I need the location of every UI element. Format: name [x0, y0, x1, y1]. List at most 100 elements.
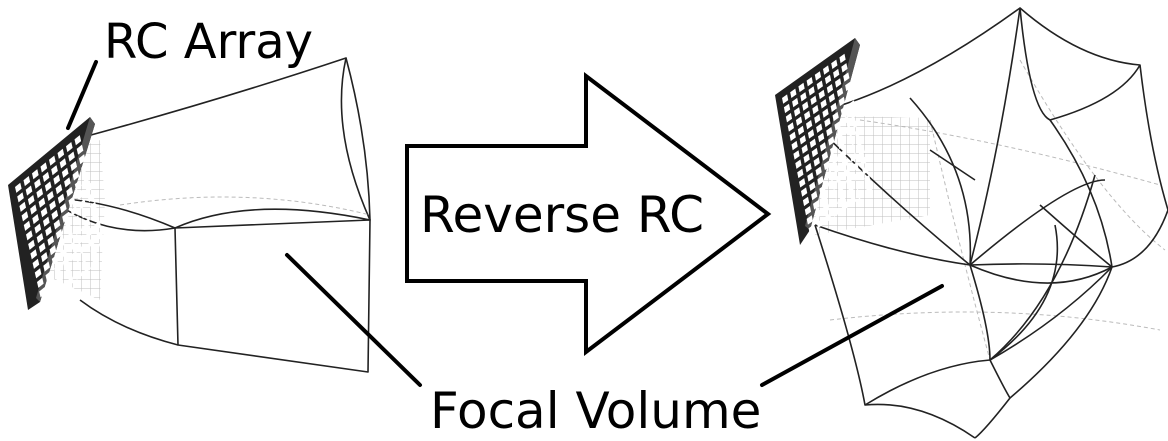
array-cell	[801, 187, 808, 197]
array-cell	[55, 228, 63, 239]
left-focal-volume	[40, 57, 371, 373]
array-cell	[858, 146, 865, 157]
array-cell	[840, 149, 847, 159]
array-cell	[72, 170, 80, 181]
array-cell	[856, 137, 863, 147]
array-cell	[41, 296, 49, 307]
array-cell	[85, 182, 93, 193]
left-rc-array-icon	[8, 117, 108, 310]
rc-array-label: RC Array	[104, 14, 313, 70]
focal-volume-label: Focal Volume	[430, 382, 761, 440]
right-diag-7	[989, 174, 1096, 361]
array-cell	[857, 189, 865, 200]
array-cell	[816, 80, 823, 90]
array-cell	[819, 185, 826, 195]
array-cell	[77, 234, 84, 245]
array-cell	[42, 171, 50, 182]
array-cell	[864, 174, 871, 185]
right-hidden-2	[829, 311, 1161, 331]
array-cell	[39, 287, 46, 298]
array-cell	[802, 101, 809, 111]
array-cell	[825, 170, 832, 180]
array-cell	[813, 200, 820, 210]
array-cell	[60, 247, 67, 258]
array-cell	[848, 100, 856, 110]
right-outer-right	[974, 209, 1168, 439]
right-diag-5	[969, 264, 1113, 284]
array-cell	[829, 188, 836, 198]
array-cell	[814, 71, 822, 81]
array-cell	[807, 172, 814, 182]
array-cell	[96, 230, 104, 241]
array-cell	[83, 217, 91, 229]
array-cell	[45, 270, 53, 282]
array-cell	[57, 193, 65, 204]
array-cell	[83, 262, 91, 273]
array-cell	[845, 177, 853, 187]
right-edge-j	[989, 359, 1011, 399]
array-cell	[812, 104, 819, 115]
array-cell	[854, 128, 861, 138]
array-cell	[799, 135, 806, 145]
array-cell	[72, 215, 80, 226]
array-cell	[797, 125, 805, 136]
array-cell	[73, 260, 80, 271]
array-cell	[838, 96, 846, 107]
array-cell	[827, 179, 834, 189]
array-cell	[837, 182, 844, 193]
array-cell	[836, 130, 843, 140]
array-cell	[68, 151, 75, 162]
right-edge-f	[969, 263, 1113, 268]
array-cell	[76, 144, 84, 155]
array-cell	[787, 122, 794, 132]
array-cell	[804, 206, 812, 216]
array-cell	[23, 175, 31, 187]
array-cell	[94, 220, 101, 231]
array-cell	[809, 181, 816, 191]
array-cell	[800, 92, 807, 102]
right-edge-e	[814, 224, 971, 266]
array-cell	[66, 231, 74, 242]
array-cell	[795, 116, 803, 126]
array-cell	[830, 102, 837, 112]
array-cell	[782, 94, 789, 104]
array-cell	[805, 163, 812, 173]
array-cell	[79, 198, 86, 210]
array-cell	[817, 175, 824, 186]
array-cell	[59, 158, 67, 169]
array-cell	[47, 235, 55, 246]
array-cell	[791, 140, 798, 151]
array-cell	[814, 209, 822, 219]
array-cell	[30, 249, 38, 260]
left-volume-right-edge	[345, 57, 371, 221]
array-cell	[821, 151, 829, 161]
array-cell	[74, 179, 82, 191]
array-cell	[816, 218, 824, 229]
array-cell	[811, 190, 818, 201]
array-cell	[32, 258, 40, 269]
array-cell	[81, 163, 88, 174]
right-diag-8	[1039, 204, 1113, 268]
array-cell	[824, 74, 832, 85]
array-cell	[850, 152, 857, 162]
right-focal-volumes	[804, 7, 1168, 439]
right-edge-d	[1049, 119, 1113, 268]
array-cell	[849, 195, 856, 205]
array-cell	[833, 207, 840, 217]
array-cell	[51, 165, 58, 176]
array-cell	[834, 121, 841, 131]
array-cell	[828, 136, 835, 146]
array-cell	[64, 222, 72, 233]
array-cell	[808, 86, 815, 96]
array-cell	[818, 132, 825, 143]
left-array-cells	[15, 135, 108, 307]
array-cell	[98, 239, 106, 250]
array-cell	[51, 209, 59, 220]
array-cell	[61, 167, 69, 178]
array-cell	[806, 120, 813, 130]
array-cell	[826, 127, 833, 137]
array-cell	[44, 181, 52, 192]
array-cell	[51, 254, 59, 265]
right-edge-a	[909, 97, 972, 266]
array-cell	[60, 203, 67, 214]
